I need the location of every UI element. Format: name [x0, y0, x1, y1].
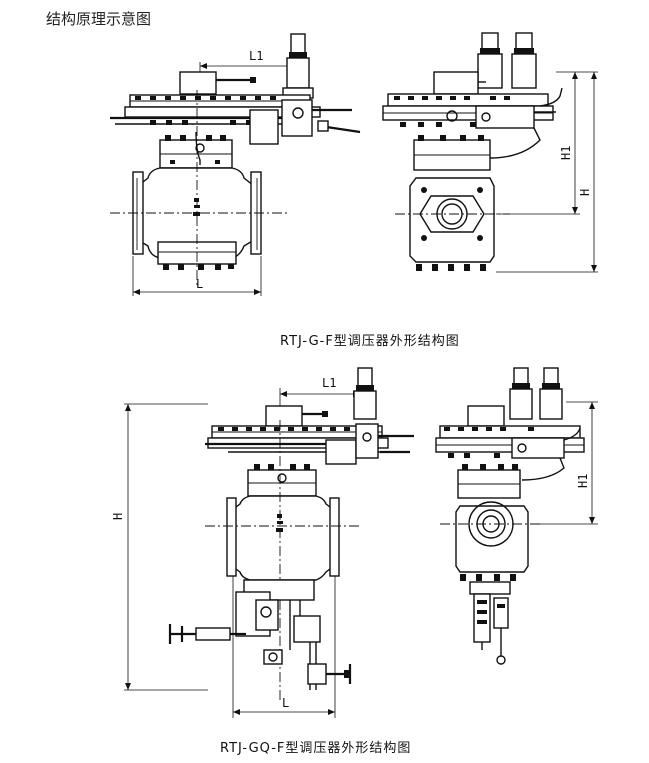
fig2-l-label: L: [282, 696, 289, 710]
fig2-h1-label: H1: [576, 474, 590, 488]
fig1-front-view: L1: [110, 33, 361, 296]
fig2-l1-label: L1: [322, 376, 336, 390]
fig2-side-view: H1: [435, 367, 598, 665]
page-title: 结构原理示意图: [46, 10, 152, 28]
fig1-l-label: L: [196, 277, 203, 291]
fig2-front-view: L1: [111, 367, 414, 718]
fig1-side-view: H1 H: [382, 32, 598, 273]
fig1-l1-label: L1: [249, 49, 263, 63]
fig1-h1-label: H1: [559, 146, 573, 160]
fig1-h-label: H: [578, 189, 592, 196]
fig1-caption: RTJ-G-F型调压器外形结构图: [280, 334, 460, 349]
fig2-caption: RTJ-GQ-F型调压器外形结构图: [220, 741, 412, 756]
fig2-h-label: H: [111, 513, 125, 520]
